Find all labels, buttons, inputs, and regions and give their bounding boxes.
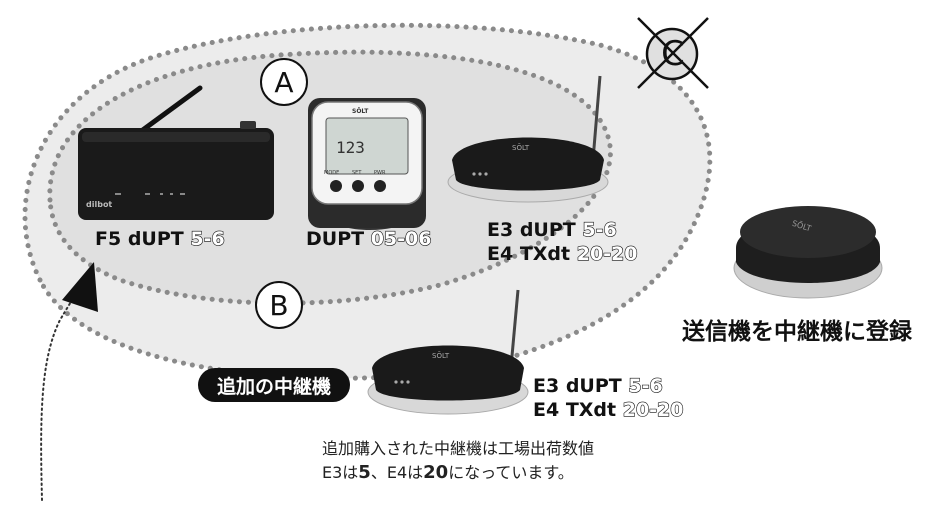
e3-bottom-value: 5-6	[628, 374, 664, 397]
e3-top-prefix: E3 dUPT	[487, 219, 583, 241]
circle-a-text: A	[274, 65, 294, 99]
circle-b-text: B	[269, 288, 289, 322]
svg-text:PWR: PWR	[374, 170, 386, 176]
circle-label-a: A	[260, 58, 308, 106]
f5-prefix: F5 dUPT	[95, 228, 191, 250]
svg-text:SŌLT: SŌLT	[352, 108, 369, 115]
crossed-out-c-icon	[637, 17, 709, 89]
additional-repeater-badge: 追加の中継機	[198, 368, 350, 402]
transmitter-button-device: SŌLT	[733, 206, 883, 299]
note-e3: E3は	[322, 463, 359, 482]
pager-base-device: dilbot	[78, 85, 274, 220]
note-e3-value: 5	[358, 462, 371, 483]
circle-label-b: B	[255, 281, 303, 329]
svg-text:123: 123	[336, 138, 365, 157]
note-line-2: E3は5、E4は20になっています。	[322, 461, 594, 485]
e3-top-value: 5-6	[582, 218, 618, 241]
note-tail: になっています。	[448, 463, 574, 482]
repeater-device-top: SŌLT	[447, 75, 609, 203]
top-repeater-settings: E3 dUPT 5-6 E4 TXdt 20-20	[487, 218, 638, 266]
register-title: 送信機を中継機に登録	[682, 319, 912, 345]
svg-text:dilbot: dilbot	[86, 200, 112, 209]
e4-top-prefix: E4 TXdt	[487, 243, 577, 265]
note-line-1: 追加購入された中継機は工場出荷数値	[322, 439, 595, 458]
additional-repeater-text: 追加の中継機	[216, 375, 331, 398]
e3-bottom-prefix: E3 dUPT	[533, 375, 629, 397]
f5-setting-label: F5 dUPT 5-6	[95, 227, 226, 250]
factory-default-note: 追加購入された中継機は工場出荷数値 E3は5、E4は20になっています。	[322, 437, 594, 485]
e4-bottom-prefix: E4 TXdt	[533, 399, 623, 421]
pointer-arrow-icon	[40, 262, 98, 501]
note-e4-value: 20	[423, 462, 449, 483]
antenna-icon	[137, 85, 203, 135]
repeater-device-additional: SŌLT	[367, 289, 529, 415]
f5-value: 5-6	[190, 227, 226, 250]
dupt-setting-label: DUPT 05-06	[306, 227, 432, 250]
dupt-value: 05-06	[370, 227, 432, 250]
dupt-prefix: DUPT	[306, 228, 371, 250]
circle-c-text: C	[661, 34, 685, 74]
additional-repeater-settings: E3 dUPT 5-6 E4 TXdt 20-20	[533, 374, 684, 422]
e4-bottom-value: 20-20	[622, 398, 684, 421]
svg-text:SŌLT: SŌLT	[512, 143, 530, 152]
svg-text:SŌLT: SŌLT	[432, 351, 450, 360]
svg-text:SET: SET	[352, 170, 362, 176]
svg-text:MODE: MODE	[324, 170, 339, 176]
e4-top-value: 20-20	[576, 242, 638, 265]
circle-label-c: C	[649, 30, 697, 78]
note-e4: 、E4は	[370, 463, 424, 482]
wristwatch-device: 123 SŌLT MODE SET PWR	[308, 98, 426, 230]
